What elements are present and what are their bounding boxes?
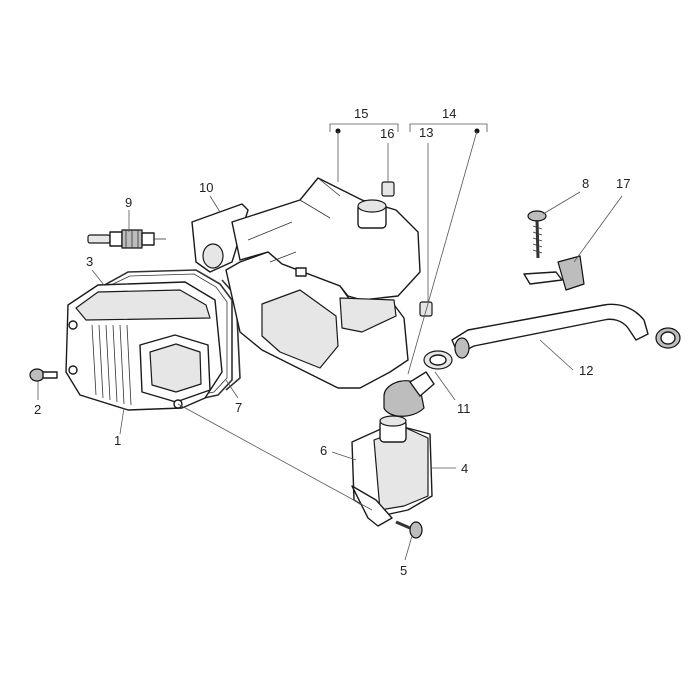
screw-part-8 <box>527 210 547 259</box>
breather-housing-part <box>351 415 433 527</box>
callout-11: 11 <box>457 401 471 416</box>
callout-7: 7 <box>235 400 242 415</box>
callout-9: 9 <box>125 195 132 210</box>
callout-2: 2 <box>34 402 41 417</box>
breather-cap-part <box>383 350 453 417</box>
bracket-clip-part <box>523 255 585 291</box>
callout-10: 10 <box>199 180 213 195</box>
callout-16: 16 <box>380 126 394 141</box>
hose-part <box>451 303 681 359</box>
callout-15: 15 <box>354 106 368 121</box>
callout-13: 13 <box>419 125 433 140</box>
callout-6: 6 <box>320 443 327 458</box>
callout-1: 1 <box>114 433 121 448</box>
callout-17: 17 <box>616 176 630 191</box>
spark-plug-part <box>87 229 166 249</box>
leader-lines <box>37 130 623 561</box>
callout-labels: 1 2 3 4 5 6 7 8 9 10 11 12 13 14 15 16 1… <box>34 106 630 578</box>
screw-part-5 <box>395 520 423 539</box>
callout-3: 3 <box>86 254 93 269</box>
clip-part-13 <box>419 301 433 317</box>
screw-part-2 <box>29 368 58 382</box>
clip-part-16 <box>381 181 395 197</box>
callout-12: 12 <box>579 363 593 378</box>
callout-8: 8 <box>582 176 589 191</box>
callout-14: 14 <box>442 106 456 121</box>
callout-5: 5 <box>400 563 407 578</box>
cowl-part <box>225 177 421 389</box>
cylinder-head-cover-part <box>65 281 223 411</box>
callout-4: 4 <box>461 461 468 476</box>
side-gasket-part <box>221 279 241 391</box>
